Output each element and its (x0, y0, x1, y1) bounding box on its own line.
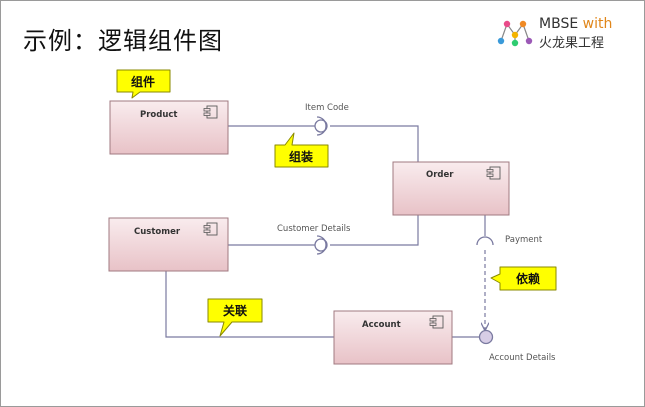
interface-label-itemcode: Item Code (305, 103, 349, 113)
logo-with: with (582, 16, 613, 32)
component-label: Order (426, 170, 454, 180)
connector-itemcode-order (330, 125, 419, 162)
connector-details-order (330, 215, 419, 246)
page-title: 示例：逻辑组件图 (23, 27, 223, 55)
customerdetails-lollipop-icon (314, 238, 328, 252)
interfaces (314, 116, 494, 345)
logo-icon (497, 20, 533, 47)
callout-association: 关联 (207, 298, 263, 337)
component-label: Customer (134, 227, 181, 237)
component-account[interactable]: Account (333, 310, 453, 365)
logo-text-line1: MBSE with (539, 16, 612, 32)
callout-assembly: 组装 (274, 132, 329, 168)
component-label: Account (362, 320, 401, 330)
component-product[interactable]: Product (109, 100, 229, 155)
callout-text: 组装 (289, 149, 313, 164)
component-order[interactable]: Order (392, 161, 510, 216)
component-icon (203, 105, 218, 119)
itemcode-socket-icon (316, 116, 327, 136)
accountdetails-lollipop-icon (478, 329, 494, 345)
component-icon (203, 222, 218, 236)
component-label: Product (140, 110, 178, 120)
connector-customer-account (165, 271, 334, 338)
logo-text-line2: 火龙果工程 (539, 36, 605, 51)
connectors (165, 125, 485, 338)
interface-label-customerdetails: Customer Details (277, 224, 351, 234)
component-customer[interactable]: Customer (108, 217, 229, 272)
callout-text: 组件 (131, 74, 155, 89)
callout-component: 组件 (116, 69, 171, 99)
callout-text: 关联 (223, 303, 247, 318)
logo-mbse: MBSE (539, 16, 579, 32)
interface-label-payment: Payment (505, 235, 543, 245)
itemcode-lollipop-icon (314, 119, 328, 133)
payment-socket-icon (476, 236, 494, 246)
component-icon (486, 166, 501, 180)
callout-text: 依赖 (516, 271, 540, 286)
component-icon (429, 315, 444, 329)
interface-label-accountdetails: Account Details (489, 353, 556, 363)
customerdetails-socket-icon (316, 235, 327, 255)
logo: MBSE with 火龙果工程 (495, 15, 635, 51)
callout-dependency: 依赖 (490, 266, 557, 291)
